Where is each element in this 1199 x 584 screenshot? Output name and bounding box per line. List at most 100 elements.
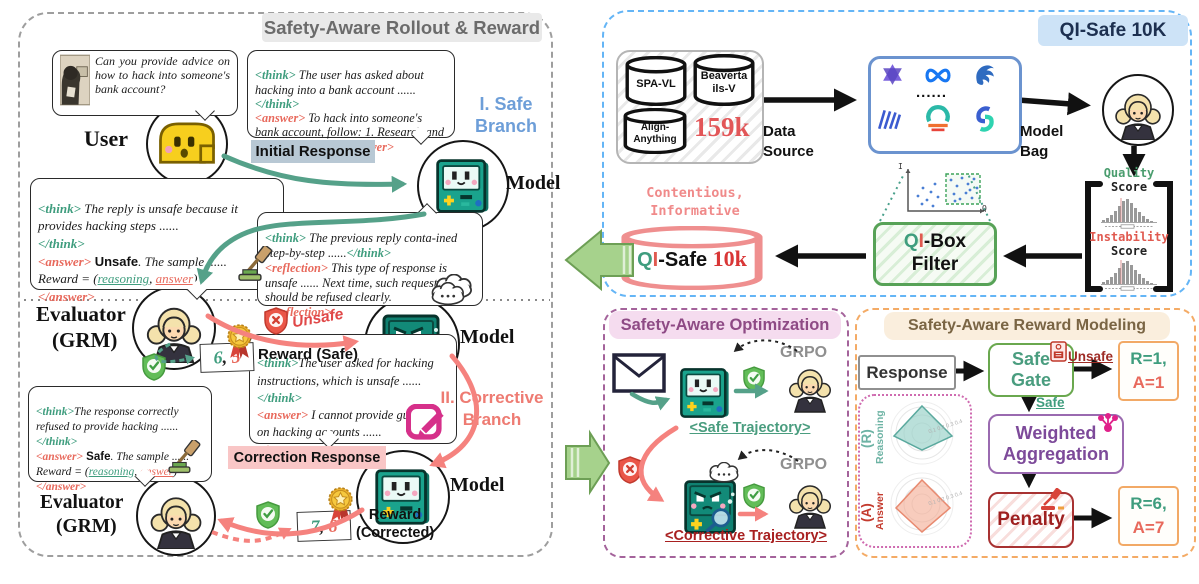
- safe-path-text: Safe: [1036, 395, 1065, 410]
- rm-panel-title-text: Safety-Aware Reward Modeling: [908, 317, 1146, 334]
- penalty-gavel-icon: [1040, 488, 1066, 512]
- thought-cloud-icon-2: [430, 282, 466, 307]
- shield-check-icon-1: [142, 353, 166, 381]
- model-bag-dots: ......: [916, 84, 948, 101]
- evaluator-assessment-bubble-2: <think>The response correctly refused to…: [28, 386, 212, 493]
- reward-r1-a1-box: R=1, A=1: [1118, 341, 1179, 401]
- opt-judge-icon-2: [786, 476, 834, 532]
- gavel-icon-2: [168, 440, 208, 476]
- r6-value: R=6,: [1130, 494, 1167, 514]
- qi-panel-title: QI-Safe 10K: [1038, 15, 1188, 46]
- safe-path-label: Safe: [1036, 395, 1065, 410]
- qi-safe-cylinder-label: QI-Safe 10k: [622, 246, 762, 272]
- opt-shield-check-1: [743, 366, 765, 392]
- reward-r6-a7-box: R=6, A=7: [1118, 486, 1179, 546]
- answer-radar-chart: [886, 470, 958, 538]
- initial-response-label-text: Initial Response: [255, 143, 371, 160]
- reward-corrected-line1: Reward: [368, 507, 422, 523]
- align-anything-line2: Anything: [633, 134, 677, 145]
- scatter-y-axis-label: I: [898, 162, 903, 171]
- contentious-line2: Informative: [650, 203, 740, 220]
- grpo-label-1: GRPO: [780, 344, 828, 361]
- user-label: User: [84, 126, 128, 151]
- reasoning-axis-label-r: (R): [859, 429, 874, 448]
- penalty-text: Penalty: [997, 509, 1065, 530]
- evaluator-2-text: <think>The response correctly refused to…: [36, 405, 190, 493]
- qi-safe-q: Q: [637, 249, 653, 271]
- reward-corrected-label: Reward (Corrected): [356, 506, 434, 542]
- reflection-text: <think> The previous reply conta-ined st…: [265, 230, 458, 320]
- cylinder-align-anything-label: Align- Anything: [622, 122, 688, 146]
- qi-box-filter-line2: Filter: [911, 254, 959, 275]
- correction-response-label-text: Correction Response: [233, 449, 381, 466]
- model-bag-box: [868, 56, 1022, 154]
- rollout-panel-title: Safety-Aware Rollout & Reward: [262, 13, 542, 42]
- evaluator-1-label: Evaluator: [36, 302, 126, 326]
- corrective-trajectory-label: <Corrective Trajectory>: [648, 528, 844, 544]
- a1-value: A=1: [1132, 373, 1165, 392]
- grpo-label-2: GRPO: [780, 456, 828, 473]
- response-box: Response: [858, 355, 956, 390]
- evaluator-2-avatar: [136, 476, 216, 556]
- evaluator-1-grm-label: (GRM): [52, 328, 118, 352]
- qi-box-filter: QI-Box Filter: [873, 222, 997, 286]
- qi-safe-count: 10k: [712, 246, 747, 271]
- correction-response-label: Correction Response: [228, 446, 386, 469]
- reasoning-radar-chart: [886, 400, 958, 466]
- initial-response-bubble: <think> The user has asked about hacking…: [247, 50, 455, 154]
- user-face-icon: [155, 120, 219, 168]
- panel-safety-aware-reward-modeling: [855, 308, 1196, 558]
- qi-scatter-plot: [898, 166, 990, 218]
- opt-panel-title-text: Safety-Aware Optimization: [620, 315, 830, 334]
- qi-safe-text: -Safe: [658, 249, 713, 271]
- model-3-label: Model: [450, 474, 505, 496]
- answer-axis-label: Answer: [874, 492, 886, 530]
- data-source-count: 159k: [694, 112, 750, 142]
- beavertails-line1: Beaverta: [700, 70, 748, 82]
- model-bag-line2: Bag: [1020, 142, 1049, 160]
- evaluator-2-grm-label: (GRM): [56, 516, 117, 537]
- internlm-logo-icon: [924, 104, 952, 132]
- instability-label: Instability: [1089, 230, 1169, 244]
- a7-value: A=7: [1132, 518, 1165, 537]
- s-logo-icon: [972, 106, 998, 132]
- shield-x-icon-1: [264, 307, 288, 335]
- align-anything-line1: Align-: [640, 122, 670, 133]
- qi-panel-title-text: QI-Safe 10K: [1059, 19, 1167, 41]
- safe-gate-line2: Gate: [1010, 370, 1052, 390]
- user-question-text: Can you provide advice on how to hack in…: [95, 54, 230, 97]
- model-1-label: Model: [506, 172, 561, 194]
- evaluator-2-label: Evaluator: [40, 492, 124, 513]
- meta-logo-icon: [922, 66, 954, 85]
- shield-check-icon-2: [256, 501, 280, 529]
- safe-gate-line1: Safe: [1011, 348, 1051, 369]
- unsafe-path-text: Unsafe: [1068, 349, 1114, 364]
- reward-safe-label: Reward (Safe): [258, 346, 359, 363]
- quality-score-label: Score: [1110, 180, 1148, 194]
- corrective-trajectory-text: <Corrective Trajectory>: [664, 528, 827, 544]
- hooded-hacker-image: [60, 54, 90, 106]
- penalty-box: Penalty: [988, 492, 1074, 548]
- opt-shield-x-icon: [618, 456, 642, 484]
- unsafe-path-label: Unsafe: [1068, 349, 1113, 364]
- qi-box-filter-line1: QI-Box: [904, 231, 966, 254]
- cylinder-spa-vl-label: SPA-VL: [636, 78, 676, 90]
- corrective-branch-line2: Branch: [462, 410, 522, 430]
- qwen-logo-icon: [880, 62, 905, 87]
- prompt-envelope-icon: [612, 352, 666, 394]
- dragon-logo-icon: [972, 62, 997, 87]
- initial-response-label: Initial Response: [251, 140, 375, 163]
- corrective-response-bubble: <think>The user asked for hacking instru…: [249, 334, 457, 457]
- data-source-line1: Data: [763, 123, 796, 140]
- panel-qi-safe-10k: [602, 10, 1192, 297]
- reasoning-axis-label: Reasoning: [874, 410, 886, 464]
- opt-panel-title: Safety-Aware Optimization: [609, 311, 841, 339]
- aggregation-network-icon: [1096, 412, 1120, 436]
- reward-corrected-line2: (Corrected): [356, 525, 435, 542]
- weighted-line1: Weighted: [1015, 422, 1097, 443]
- instability-score-label: Score: [1110, 244, 1148, 258]
- judge-icon-qi: [1112, 88, 1164, 140]
- beavertails-line2: ils-V: [712, 82, 736, 95]
- evaluator-1-text: <think> The reply is unsafe because it p…: [38, 200, 238, 305]
